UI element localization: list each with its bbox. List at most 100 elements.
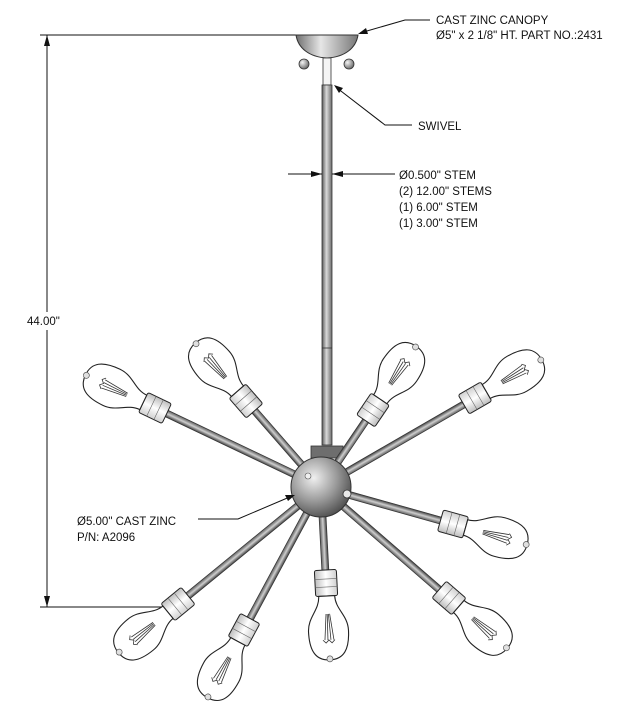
socket-ring (315, 586, 338, 588)
filament-wire (105, 379, 128, 394)
filament-wire (206, 359, 226, 379)
socket-ring (361, 406, 381, 420)
socket-ring (146, 396, 157, 417)
swivel-label: SWIVEL (418, 121, 462, 133)
filament-wire (473, 616, 496, 632)
bulb-tip (412, 343, 419, 351)
canopy-label-title: CAST ZINC CANOPY (436, 15, 549, 27)
leaders (198, 19, 430, 520)
filament-wire (482, 531, 509, 538)
filament-wire (388, 359, 402, 384)
arm-assembly (333, 496, 513, 656)
filament-wire (389, 361, 404, 385)
filament-wire (208, 357, 227, 378)
filament-wire (471, 618, 492, 637)
hub-arm-stub (342, 489, 352, 499)
filament-wire (328, 613, 332, 640)
filament-wire (472, 617, 494, 635)
filament-wire (102, 384, 127, 396)
filament-wire (483, 530, 510, 535)
socket-ring (472, 386, 485, 406)
hub-arm-stub (304, 472, 312, 480)
socket-ring (465, 390, 478, 410)
filament-wire (502, 372, 527, 385)
bulb-socket (313, 569, 339, 597)
bulb-tip (503, 644, 510, 652)
socket-ring (314, 578, 337, 580)
bulb-tip (192, 340, 200, 348)
stem-label-3in: (1) 3.00" STEM (399, 218, 478, 230)
socket-ring (234, 390, 252, 406)
socket-ring (153, 399, 164, 420)
filament-wire (391, 364, 409, 386)
filament-wire (322, 639, 336, 644)
filament-wire (471, 619, 490, 639)
filament-wire (136, 624, 156, 645)
hub-label-part-number: P/N: A2096 (77, 532, 135, 544)
socket-ring (236, 620, 256, 632)
filament-wire (326, 613, 329, 640)
filament-wire (131, 622, 154, 638)
arm-assembly (336, 349, 546, 481)
stem-rod (321, 84, 333, 446)
bulb-tip (522, 541, 530, 548)
bulb-glass (307, 594, 350, 661)
filament-wire (482, 533, 507, 544)
bulb-tip (204, 693, 212, 701)
swivel-leader (336, 87, 412, 126)
socket-ring (173, 592, 189, 611)
hub-leader (198, 495, 293, 520)
filament-wire (204, 361, 225, 380)
canopy-screw-right (343, 58, 355, 70)
filament-wire (213, 656, 229, 679)
bulb-filament (129, 622, 156, 646)
filament-wire (211, 355, 228, 377)
filament-wire (218, 657, 231, 682)
arm-assembly (82, 363, 305, 483)
bulb-filament (482, 530, 513, 546)
canopy-label-spec: Ø5" x 2 1/8" HT. PART NO.:2431 (436, 30, 603, 42)
arm-rod (333, 496, 445, 595)
height-dimension: 44.00" (27, 34, 305, 608)
filament-wire (134, 623, 155, 642)
filament-wire (129, 635, 138, 646)
canopy-dome (295, 34, 359, 59)
filament-wire (488, 630, 497, 641)
hub-sphere (290, 456, 352, 518)
bulb-filament (211, 656, 232, 685)
bulb-tip (83, 371, 90, 379)
filament-wire (324, 614, 327, 641)
filament-wire (399, 358, 411, 367)
stem-label-12in: (2) 12.00" STEMS (399, 186, 492, 198)
filament-wire (99, 377, 107, 390)
stem-label-diameter: Ø0.500" STEM (399, 170, 476, 182)
stem-arrow-left (311, 171, 322, 177)
socket-ring (438, 586, 454, 604)
bulb-glass (462, 516, 529, 560)
bulb-filament (388, 358, 411, 386)
bulb-tip (537, 356, 545, 364)
filament-wire (501, 367, 524, 383)
socket-ring (444, 592, 460, 610)
stem-arrow-right (332, 171, 343, 177)
swivel-joint (322, 57, 332, 86)
bulb-tip (115, 648, 123, 656)
swivel-leader-arrow (334, 85, 343, 93)
filament-wire (103, 382, 128, 395)
hub (290, 456, 352, 518)
filament-wire (221, 658, 232, 683)
filament-wire (101, 387, 127, 397)
bulb-filament (500, 363, 529, 385)
stem-label-6in: (1) 6.00" STEM (399, 202, 478, 214)
canopy-leader (359, 19, 430, 34)
filament-wire (133, 623, 155, 640)
canopy-screw-left (298, 58, 310, 70)
socket-ring (240, 396, 258, 412)
filament-wire (506, 533, 513, 546)
filament-wire (211, 677, 223, 685)
socket-ring (167, 597, 183, 616)
socket-ring (453, 514, 461, 536)
annotations: CAST ZINC CANOPY Ø5" x 2 1/8" HT. PART N… (77, 15, 603, 544)
canopy (295, 34, 359, 86)
